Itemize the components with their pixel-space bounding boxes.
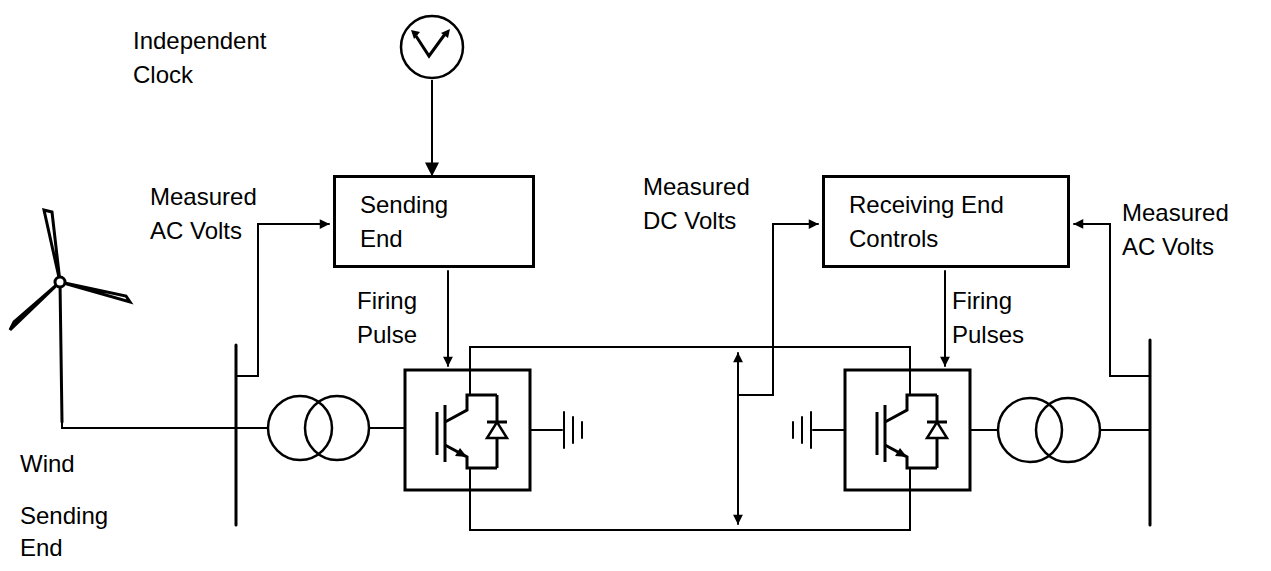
clock-symbol: Independent Clock xyxy=(399,14,465,80)
control-box: Receiving End Controls xyxy=(822,175,1070,268)
control-box: Sending End xyxy=(333,175,535,268)
annotation-label: Firing Pulse xyxy=(357,284,443,352)
clock-label: Independent Clock xyxy=(133,24,293,92)
signal-arrow xyxy=(431,80,433,175)
annotation-label: Sending End xyxy=(20,500,130,564)
clock-face xyxy=(399,14,465,80)
annotation-label: Firing Pulses xyxy=(952,284,1052,352)
box-label: Receiving End Controls xyxy=(849,188,1019,256)
annotation-label: Wind xyxy=(20,447,120,481)
box-label: Sending End xyxy=(360,188,470,256)
annotation-label: Measured AC Volts xyxy=(150,180,280,248)
annotation-label: Measured DC Volts xyxy=(643,170,768,238)
annotation-label: Measured AC Volts xyxy=(1122,196,1257,264)
